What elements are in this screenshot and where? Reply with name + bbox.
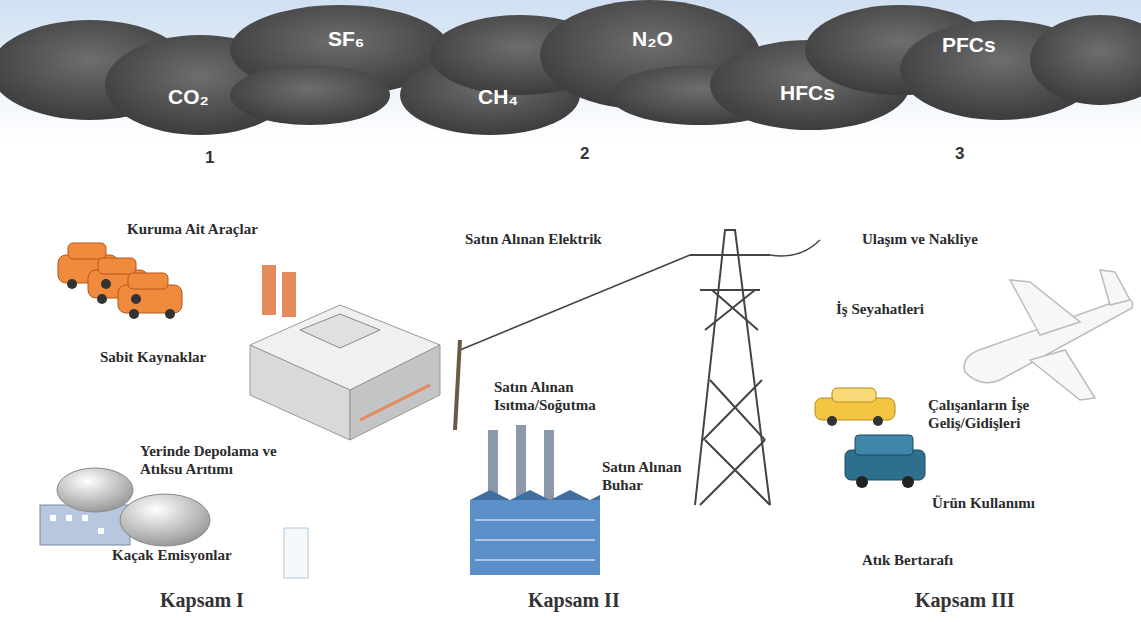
source-label: Atık Bertarafı: [862, 551, 953, 569]
source-label: Sabit Kaynaklar: [100, 348, 206, 366]
source-label: Ürün Kullanımı: [932, 494, 1035, 512]
stationary-source: [250, 265, 440, 440]
source-label: Yerinde Depolama ve Atıksu Arıtımı: [140, 442, 320, 478]
source-label: Satın Alınan Elektrik: [465, 230, 602, 248]
airplane: [964, 270, 1132, 400]
factory: [470, 425, 600, 575]
scope-number: 3: [955, 144, 964, 164]
gas-name: CO₂: [168, 84, 209, 109]
scope-title: Kapsam III: [915, 588, 1014, 612]
source-label: Kaçak Emisyonlar: [112, 546, 232, 564]
scope-title: Kapsam I: [160, 588, 244, 612]
gas-name: N₂O: [632, 26, 673, 51]
gas-name: SF₆: [328, 26, 364, 51]
source-label: Satın Alınan Buhar: [602, 458, 692, 494]
company-cars: [58, 243, 182, 319]
source-label: Kuruma Ait Araçlar: [127, 220, 258, 238]
gas-name: CH₄: [478, 84, 518, 109]
scope-title: Kapsam II: [528, 588, 620, 612]
storage-tanks: [40, 468, 210, 546]
gas-name: HFCs: [780, 80, 835, 105]
scope-number: 2: [580, 144, 589, 164]
gas-name: PFCs: [942, 32, 996, 57]
scope-number: 1: [205, 148, 214, 168]
power-pylon: [455, 230, 820, 505]
source-label: Çalışanların İşe Geliş/Gidişleri: [928, 396, 1078, 432]
source-label: Satın Alınan Isıtma/Soğutma: [494, 378, 654, 414]
source-label: Ulaşım ve Nakliye: [862, 230, 978, 248]
commute-cars: [815, 388, 925, 488]
source-label: İş Seyahatleri: [836, 300, 924, 318]
cloud-band: [0, 0, 1141, 135]
leak-box: [284, 528, 308, 578]
